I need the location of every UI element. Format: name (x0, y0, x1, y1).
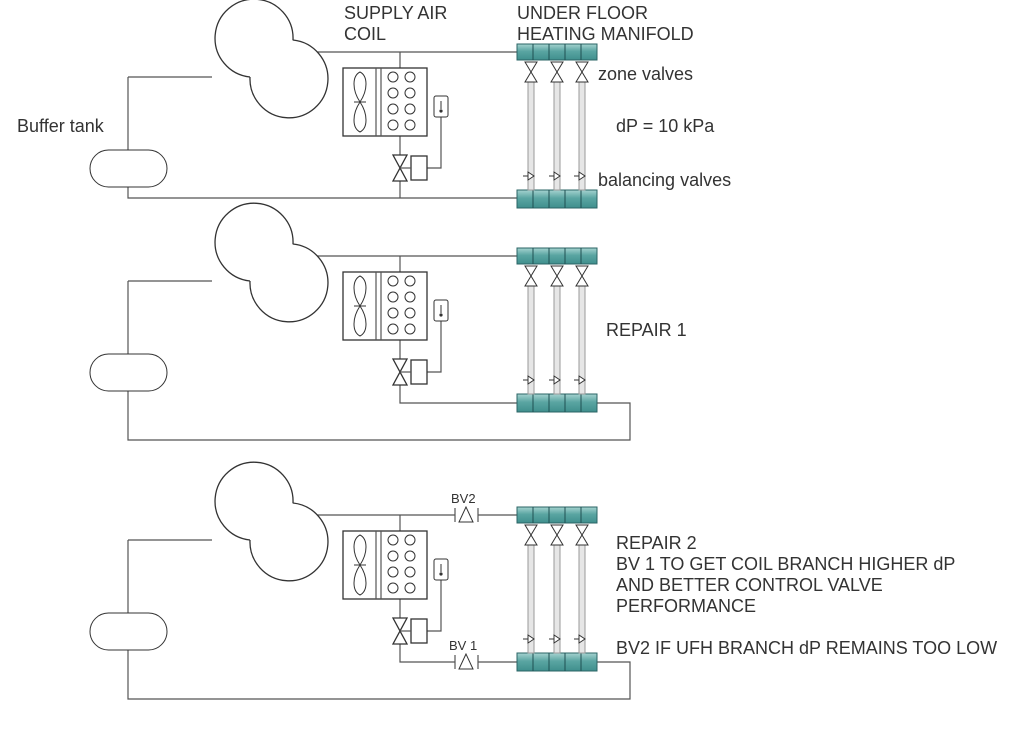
pump-icon (214, 461, 329, 582)
dp-label: dP = 10 kPa (616, 116, 715, 136)
balancing-valve-icon (458, 505, 474, 523)
fan-icon (353, 534, 367, 596)
coil-icon (342, 271, 428, 341)
ufh-loops (523, 61, 589, 191)
diagram-repair-1: REPAIR 1 (89, 202, 687, 441)
ufh-manifold-label: UNDER FLOOR HEATING MANIFOLD (517, 3, 694, 44)
bv2-valve: BV2 (451, 491, 479, 523)
manifold-supply (516, 247, 598, 265)
ufh-loops (523, 265, 589, 395)
pipes (127, 51, 517, 199)
diagram-repair-2: BV2 BV 1 (89, 461, 997, 700)
bv1-valve: BV 1 (449, 638, 479, 670)
coil-tubes (387, 275, 416, 335)
manifold-return (516, 393, 598, 413)
repair-1-label: REPAIR 1 (606, 320, 687, 340)
balancing-valve-icon (574, 634, 586, 644)
pump-icon (214, 0, 329, 119)
thermostat-icon (433, 95, 449, 118)
coil-tubes (387, 71, 416, 131)
balancing-valve-icon (574, 375, 586, 385)
ufh-loops (523, 524, 589, 654)
fan-icon (353, 275, 367, 337)
zone-valve-icon (524, 61, 538, 83)
diagram-original: SUPPLY AIR COIL UNDER FLOOR HEATING MANI… (17, 0, 731, 209)
zone-valve-icon (550, 524, 564, 546)
balancing-valve-icon (574, 171, 586, 181)
supply-air-coil-label: SUPPLY AIR COIL (344, 3, 452, 44)
manifold-supply (516, 506, 598, 524)
manifold-return (516, 189, 598, 209)
thermostat-icon (433, 558, 449, 581)
balancing-valve-icon (458, 652, 474, 670)
balancing-valve-icon (523, 634, 535, 644)
balancing-valve-icon (523, 375, 535, 385)
control-valve-icon (391, 617, 428, 645)
zone-valve-icon (575, 524, 589, 546)
balancing-valve-icon (523, 171, 535, 181)
balancing-valve-icon (549, 634, 561, 644)
pump-icon (214, 202, 329, 323)
balancing-valves-label: balancing valves (598, 170, 731, 190)
zone-valve-icon (524, 524, 538, 546)
fan-icon (353, 71, 367, 133)
zone-valves-label: zone valves (598, 64, 693, 84)
tank-icon (89, 149, 168, 188)
bv2-label: BV2 (451, 491, 476, 506)
control-valve-icon (391, 358, 428, 386)
bv1-label: BV 1 (449, 638, 477, 653)
pipes (127, 255, 631, 441)
tank-icon (89, 612, 168, 651)
manifold-return (516, 652, 598, 672)
coil-icon (342, 67, 428, 137)
tank-icon (89, 353, 168, 392)
buffer-tank-label: Buffer tank (17, 116, 105, 136)
zone-valve-icon (524, 265, 538, 287)
bv2-note: BV2 IF UFH BRANCH dP REMAINS TOO LOW (616, 638, 997, 658)
coil-tubes (387, 534, 416, 594)
zone-valve-icon (550, 61, 564, 83)
control-valve-icon (391, 154, 428, 182)
balancing-valve-icon (549, 171, 561, 181)
coil-icon (342, 530, 428, 600)
zone-valve-icon (550, 265, 564, 287)
zone-valve-icon (575, 61, 589, 83)
thermostat-icon (433, 299, 449, 322)
zone-valve-icon (575, 265, 589, 287)
balancing-valve-icon (549, 375, 561, 385)
manifold-supply (516, 43, 598, 61)
repair-2-notes: REPAIR 2 BV 1 TO GET COIL BRANCH HIGHER … (616, 533, 960, 616)
pipes (127, 514, 631, 700)
